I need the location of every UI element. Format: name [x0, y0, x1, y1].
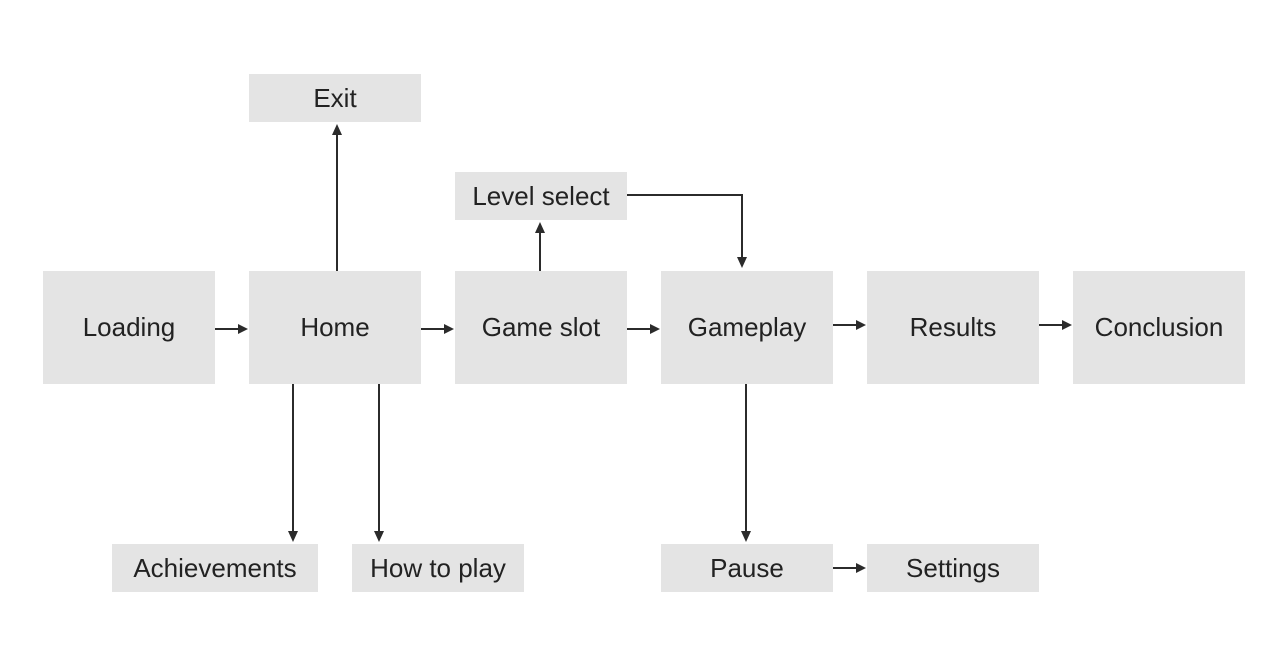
- edge-home-to-how-to-play: [374, 384, 384, 542]
- node-gameplay: Gameplay: [661, 271, 833, 384]
- edge-gameplay-to-results: [833, 320, 866, 330]
- node-home: Home: [249, 271, 421, 384]
- node-achievements: Achievements: [112, 544, 318, 592]
- node-game-slot: Game slot: [455, 271, 627, 384]
- node-settings: Settings: [867, 544, 1039, 592]
- node-conclusion: Conclusion: [1073, 271, 1245, 384]
- node-how-to-play: How to play: [352, 544, 524, 592]
- node-results: Results: [867, 271, 1039, 384]
- node-level-select: Level select: [455, 172, 627, 220]
- edge-pause-to-settings: [833, 563, 866, 573]
- node-exit: Exit: [249, 74, 421, 122]
- edge-home-to-exit: [332, 124, 342, 271]
- edge-results-to-conclusion: [1039, 320, 1072, 330]
- edge-game-slot-to-level-select: [535, 222, 545, 271]
- edge-home-to-achievements: [288, 384, 298, 542]
- edge-gameplay-to-pause: [741, 384, 751, 542]
- edge-loading-to-home: [215, 324, 248, 334]
- node-loading: Loading: [43, 271, 215, 384]
- node-pause: Pause: [661, 544, 833, 592]
- edge-game-slot-to-gameplay: [627, 324, 660, 334]
- edge-home-to-game-slot: [421, 324, 454, 334]
- edge-level-select-to-gameplay: [627, 194, 747, 268]
